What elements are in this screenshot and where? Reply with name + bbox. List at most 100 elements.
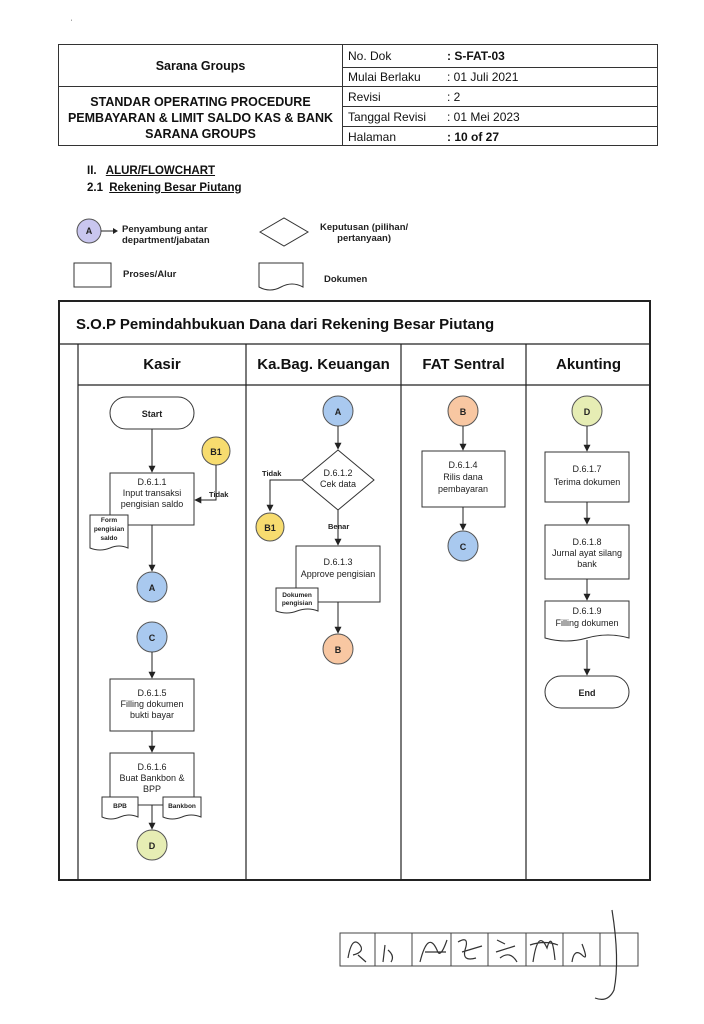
tidak-label-kasir: Tidak	[209, 490, 229, 499]
legend-process-text: Proses/Alur	[123, 269, 177, 280]
svg-text:Cek data: Cek data	[320, 479, 356, 489]
end-terminal	[544, 675, 630, 709]
sop-title-line2: PEMBAYARAN & LIMIT SALDO KAS & BANK	[67, 111, 334, 125]
benar-label: Benar	[328, 522, 349, 531]
doc-bankbon	[162, 796, 202, 820]
lane-kasir: Kasir	[143, 356, 181, 373]
step-d618	[544, 524, 630, 580]
connector-c-fat	[447, 530, 479, 562]
svg-text:Buat Bankbon &: Buat Bankbon &	[119, 773, 184, 783]
flowchart-frame: S.O.P Pemindahbukuan Dana dari Rekening …	[58, 300, 651, 881]
page-value: : 10 of 27	[447, 130, 500, 144]
svg-text:Form: Form	[101, 517, 117, 524]
legend-document-shape	[258, 262, 304, 291]
svg-text:D: D	[149, 841, 156, 851]
svg-text:D.6.1.7: D.6.1.7	[572, 464, 601, 474]
legend-decision-shape	[259, 217, 309, 247]
svg-text:pembayaran: pembayaran	[438, 484, 488, 494]
svg-text:BPB: BPB	[113, 803, 127, 810]
scan-mark: ˈ	[70, 18, 73, 28]
start-label: Start	[142, 409, 163, 419]
legend-decision-text: Keputusan (pilihan/ pertanyaan)	[320, 222, 409, 244]
connector-b1-keuangan	[255, 512, 285, 542]
legend-shapes: A	[73, 217, 309, 291]
svg-text:B1: B1	[264, 523, 276, 533]
handwritten-initials	[347, 909, 618, 1000]
lane-akunting: Akunting	[556, 356, 621, 373]
revision-value: : 2	[447, 90, 461, 104]
tidak-label-keuangan: Tidak	[262, 469, 282, 478]
svg-text:End: End	[579, 688, 596, 698]
svg-text:Dokumen: Dokumen	[282, 592, 312, 599]
svg-text:D.6.1.3: D.6.1.3	[323, 557, 352, 567]
svg-text:B: B	[335, 645, 342, 655]
company-name: Sarana Groups	[155, 59, 246, 73]
svg-text:Approve pengisian: Approve pengisian	[301, 569, 376, 579]
effective-value: : 01 Juli 2021	[447, 70, 519, 84]
section-number: II.	[87, 165, 97, 177]
doc-bpb	[101, 796, 139, 820]
svg-text:Filling dokumen: Filling dokumen	[555, 618, 618, 628]
subsection-title: Rekening Besar Piutang	[109, 182, 242, 194]
svg-text:D: D	[584, 407, 591, 417]
section-title: ALUR/FLOWCHART	[105, 165, 216, 177]
revision-date-value: : 01 Mei 2023	[447, 110, 520, 124]
svg-text:Bankbon: Bankbon	[168, 803, 196, 810]
svg-text:D.6.1.9: D.6.1.9	[572, 606, 601, 616]
doc-no-value: : S-FAT-03	[447, 49, 505, 63]
svg-text:B: B	[460, 407, 467, 417]
legend-connector-letter: A	[86, 226, 93, 236]
doc-form-pengisian	[89, 514, 129, 551]
legend-connector-text: Penyambung antar department/jabatan	[122, 224, 210, 246]
svg-text:B1: B1	[210, 447, 222, 457]
connector-d-kasir	[136, 829, 168, 861]
flowchart-title: S.O.P Pemindahbukuan Dana dari Rekening …	[76, 316, 495, 333]
page-label: Halaman	[348, 130, 397, 144]
svg-text:BPP: BPP	[143, 784, 161, 794]
svg-text:Rilis dana: Rilis dana	[443, 472, 483, 482]
svg-text:A: A	[149, 583, 156, 593]
svg-text:D.6.1.8: D.6.1.8	[572, 537, 601, 547]
section-heading: II. ALUR/FLOWCHART	[87, 165, 215, 177]
lane-keuangan: Ka.Bag. Keuangan	[257, 356, 390, 373]
subsection-heading: 2.1 Rekening Besar Piutang	[87, 182, 242, 194]
subsection-number: 2.1	[87, 182, 103, 194]
svg-text:A: A	[335, 407, 342, 417]
svg-text:pengisian saldo: pengisian saldo	[121, 499, 184, 509]
legend-process-shape	[73, 262, 112, 288]
document-header-table: Sarana Groups STANDAR OPERATING PROCEDUR…	[58, 44, 658, 146]
step-d616	[109, 752, 195, 806]
effective-label: Mulai Berlaku	[348, 70, 421, 84]
svg-text:pengisian: pengisian	[282, 600, 312, 607]
step-d619-document	[544, 600, 630, 642]
svg-text:bukti bayar: bukti bayar	[130, 710, 174, 720]
svg-text:D.6.1.5: D.6.1.5	[137, 688, 166, 698]
revision-date-label: Tanggal Revisi	[348, 110, 427, 124]
svg-text:saldo: saldo	[101, 535, 118, 542]
connector-a-kasir	[136, 571, 168, 603]
svg-text:Filling dokumen: Filling dokumen	[120, 699, 183, 709]
connector-b-keuangan	[322, 633, 354, 665]
doc-dokumen-pengisian	[275, 587, 319, 614]
step-d617	[544, 451, 630, 503]
svg-text:bank: bank	[577, 559, 597, 569]
sop-title-line3: SARANA GROUPS	[145, 127, 256, 141]
step-d615	[109, 678, 195, 732]
doc-no-label: No. Dok	[348, 49, 392, 63]
svg-text:Terima dokumen: Terima dokumen	[554, 477, 621, 487]
svg-text:Input transaksi: Input transaksi	[123, 488, 182, 498]
svg-text:D.6.1.1: D.6.1.1	[137, 477, 166, 487]
sop-title-line1: STANDAR OPERATING PROCEDURE	[90, 95, 311, 109]
svg-text:Jurnal ayat silang: Jurnal ayat silang	[552, 548, 622, 558]
legend-document-text: Dokumen	[324, 274, 368, 285]
svg-text:D.6.1.2: D.6.1.2	[323, 468, 352, 478]
svg-text:C: C	[460, 542, 467, 552]
svg-text:C: C	[149, 633, 156, 643]
step-d614	[421, 450, 506, 508]
svg-text:pengisian: pengisian	[94, 526, 124, 533]
svg-text:D.6.1.4: D.6.1.4	[448, 460, 477, 470]
lane-fat-sentral: FAT Sentral	[422, 356, 505, 373]
svg-text:D.6.1.6: D.6.1.6	[137, 762, 166, 772]
